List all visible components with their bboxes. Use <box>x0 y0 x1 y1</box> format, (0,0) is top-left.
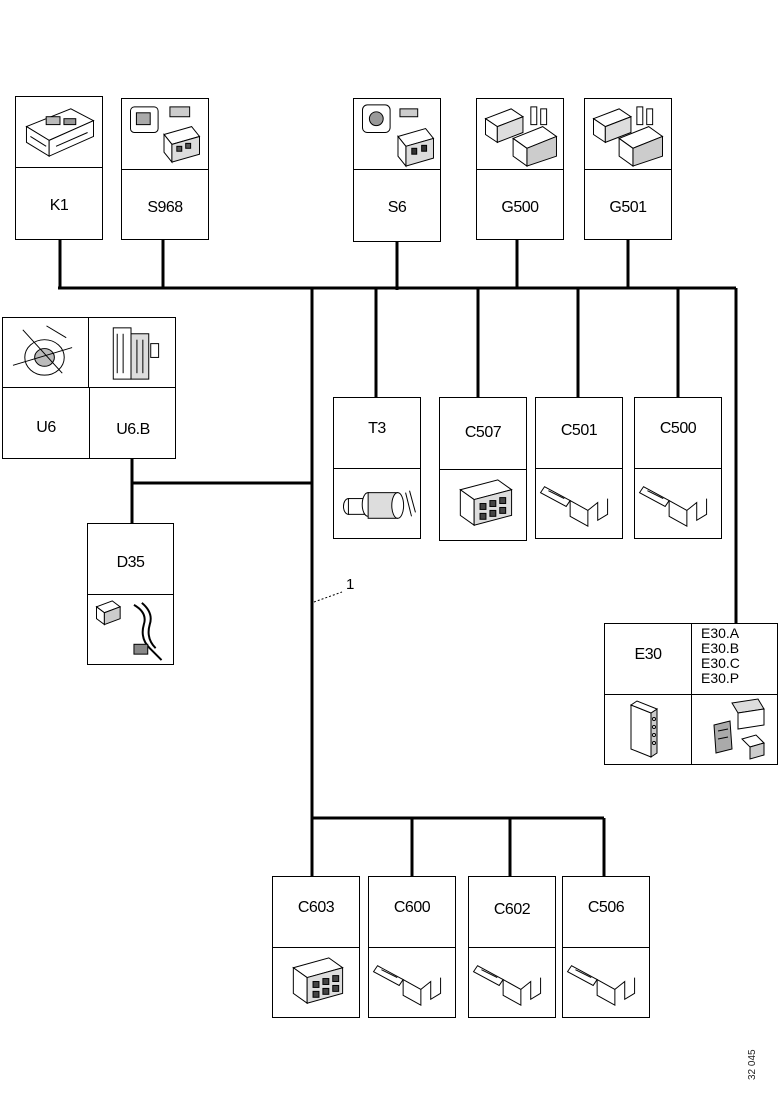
s6-picture <box>354 99 440 170</box>
terminal-pin-icon <box>372 965 442 1007</box>
temperature-sensor-icon <box>342 490 416 519</box>
component-u6[interactable]: U6 U6.B <box>2 317 176 459</box>
component-c602[interactable]: C602 <box>468 876 556 1018</box>
u6-label: U6 <box>36 419 56 436</box>
e30-sub-picture <box>692 695 778 765</box>
control-module-icon <box>629 700 659 758</box>
c603-label: C603 <box>297 899 335 916</box>
e30-p-label: E30.P <box>701 670 740 686</box>
e30-c-label: E30.C <box>701 655 740 671</box>
u6b-label: U6.B <box>116 421 150 438</box>
switch-connector-icon <box>130 106 201 164</box>
terminal-pin-icon <box>566 965 636 1007</box>
c506-label: C506 <box>587 899 625 916</box>
u6b-picture <box>89 318 175 388</box>
component-e30[interactable]: E30 E30.A E30.B E30.C E30.P <box>604 623 778 765</box>
t3-picture <box>334 468 420 538</box>
component-g500[interactable]: G500 <box>476 98 564 240</box>
relay-module-icon <box>25 108 95 158</box>
u6-picture <box>3 318 89 388</box>
component-g501[interactable]: G501 <box>584 98 672 240</box>
c500-picture <box>635 468 721 538</box>
d35-picture <box>88 594 173 664</box>
component-k1[interactable]: K1 <box>15 96 103 240</box>
c603-picture <box>273 947 359 1017</box>
g501-picture <box>585 99 671 170</box>
c602-picture <box>469 947 555 1017</box>
terminal-pin-icon <box>472 965 542 1007</box>
harness-callout-number: 1 <box>346 576 355 593</box>
u6-divider <box>89 388 90 458</box>
s968-label: S968 <box>147 199 183 216</box>
g500-picture <box>477 99 563 170</box>
connector-housing-icon <box>292 957 344 1005</box>
k1-label: K1 <box>49 197 69 214</box>
c602-label: C602 <box>493 901 531 918</box>
e30-label: E30 <box>634 646 662 663</box>
c507-picture <box>440 469 526 540</box>
t3-label: T3 <box>368 420 386 437</box>
component-d35[interactable]: D35 <box>87 523 174 665</box>
connector-housing-icon <box>459 479 513 527</box>
module-connectors-icon <box>713 698 765 760</box>
connector-housing-icon <box>112 327 160 380</box>
component-c500[interactable]: C500 <box>634 397 722 539</box>
e30-picture <box>605 695 691 765</box>
component-c506[interactable]: C506 <box>562 876 650 1018</box>
c501-picture <box>536 468 622 538</box>
e30-a-label: E30.A <box>701 625 740 641</box>
e30-sub-labels: E30.A E30.B E30.C E30.P <box>701 626 740 686</box>
component-c600[interactable]: C600 <box>368 876 456 1018</box>
c600-label: C600 <box>393 899 431 916</box>
component-c501[interactable]: C501 <box>535 397 623 539</box>
e30-divider-h <box>605 694 777 695</box>
k1-picture <box>16 97 102 168</box>
s968-picture <box>122 99 208 170</box>
g500-label: G500 <box>501 199 539 216</box>
component-c603[interactable]: C603 <box>272 876 360 1018</box>
terminal-pin-icon <box>539 486 609 528</box>
document-id: 32 045 <box>747 1049 758 1080</box>
c507-label: C507 <box>464 424 502 441</box>
g501-label: G501 <box>609 199 647 216</box>
c501-label: C501 <box>560 422 598 439</box>
component-t3[interactable]: T3 <box>333 397 421 539</box>
component-s968[interactable]: S968 <box>121 98 209 240</box>
c500-label: C500 <box>659 420 697 437</box>
amplifier-unit-icon <box>12 325 73 376</box>
component-s6[interactable]: S6 <box>353 98 441 242</box>
terminal-pin-icon <box>638 486 708 528</box>
module-connector-icon <box>95 600 163 661</box>
component-c507[interactable]: C507 <box>439 397 527 541</box>
c506-picture <box>563 947 649 1017</box>
switch-connector-icon <box>362 104 435 168</box>
e30-b-label: E30.B <box>701 640 740 656</box>
ground-connector-icon <box>484 106 558 168</box>
d35-label: D35 <box>116 554 145 571</box>
s6-label: S6 <box>387 199 407 216</box>
ground-connector-icon <box>592 106 664 168</box>
c600-picture <box>369 947 455 1017</box>
